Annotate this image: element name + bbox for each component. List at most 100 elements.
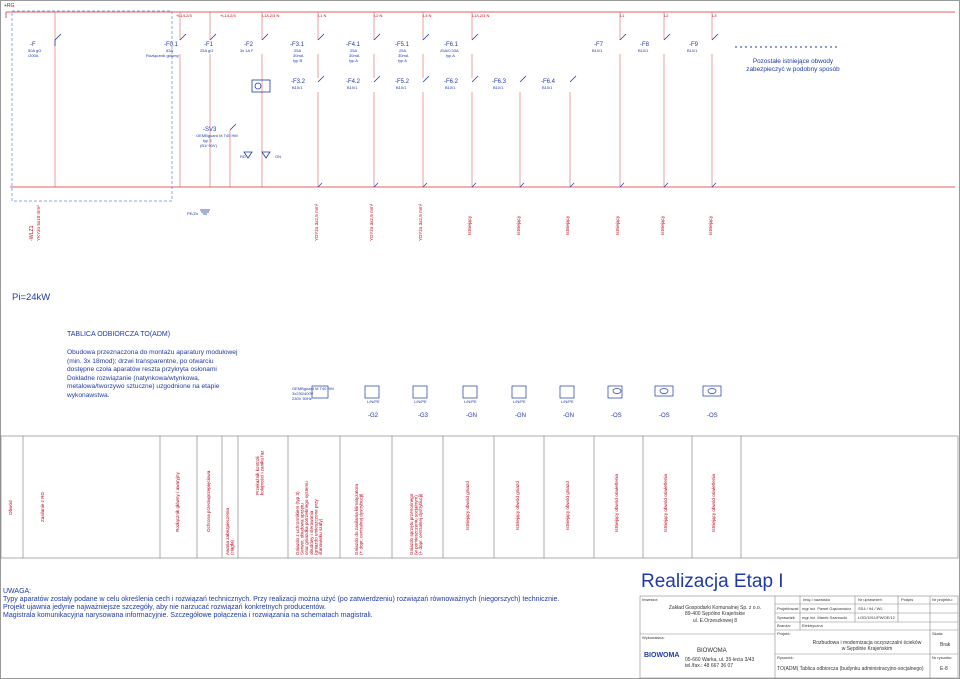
device-f5-1-rating: 25A — [399, 48, 407, 53]
cable-c3: YDYżo 3x2,5 mm² — [418, 203, 423, 241]
cable-existing: Istniejący — [565, 215, 570, 235]
bus-label: +L1/L2/3 — [176, 13, 192, 18]
bus-label: +L1/L2/3 — [220, 13, 236, 18]
company-address: 05-660 Warka, ul. 35-lecia 3/43 tel./fax… — [685, 657, 755, 670]
bus-label: L1/L2/3 N — [262, 13, 280, 18]
device-f3-1: -F3.1 — [290, 42, 305, 48]
col-header: Gniazdo z uchronnikiem (typ 3) Serwer, o… — [295, 481, 323, 555]
note-title: UWAGA: — [3, 588, 32, 595]
col-header: Istniejący obwód gniazd — [565, 481, 570, 530]
device-f6-2: -F6.2 — [444, 79, 459, 85]
realizacja-title: Realizacja Etap I — [641, 571, 784, 592]
power-rating: Pi=24kW — [12, 292, 51, 303]
surge-protector-type: OEMBguard M T40 HM — [196, 133, 238, 138]
checker-name: mgr inż. Marek Szamocki — [802, 615, 847, 620]
cable-wlz: -WLZ1 — [29, 225, 35, 241]
note-line: Typy aparatów zostały podane w celu okre… — [3, 596, 560, 603]
surge-protector-voltage: (B1/ 90V) — [200, 143, 217, 148]
drawing-label: Rysunek: — [777, 655, 794, 660]
branch-label: Branża: — [777, 623, 791, 628]
device-f5-1: -F5.1 — [395, 42, 410, 48]
cable-existing: Istniejący — [615, 215, 620, 235]
scale: Brak — [940, 642, 951, 648]
circuit-code: -OS — [659, 413, 670, 419]
pe-label: PE/Zn — [187, 211, 199, 216]
cable-existing: Istniejący — [660, 215, 665, 235]
device-f6-3: -F6.3 — [492, 79, 507, 85]
device-f4-2-rating: B10/1 — [347, 85, 358, 90]
device-f4-1-sens: 30mA — [349, 53, 360, 58]
device-f6-3-rating: B10/1 — [493, 85, 504, 90]
device-f5-2-rating: B10/1 — [396, 85, 407, 90]
col-header: Istniejący obwód gniazd — [515, 481, 520, 530]
sheet-label: Nr rysunku: — [932, 655, 953, 660]
col-name-header: Imię i nazwisko — [803, 597, 831, 602]
bus-label: L1/L2/3 N — [472, 13, 490, 18]
bus-label: L3 — [712, 13, 717, 18]
bus-label: L2 N — [374, 13, 383, 18]
circuit-code: -OS — [611, 413, 622, 419]
col-header: Istniejący obwód oświetlenia — [711, 474, 716, 532]
surge-protector-class: typ 2 — [203, 138, 212, 143]
project-label: Projekt: — [777, 631, 791, 636]
device-f5-2: -F5.2 — [395, 79, 410, 85]
col-header: Zasilanie z RG — [40, 491, 45, 522]
device-f6-4: -F6.4 — [541, 79, 556, 85]
enclosure-note: Obudowa przeznaczona do montażu aparatur… — [67, 349, 238, 399]
device-f2-rating: 3x 1A F — [240, 48, 254, 53]
col-header: Gniazdo do zasilania klimatyzatora (+ do… — [354, 484, 364, 555]
checker-rights: LOD/1911/PWOE/12 — [858, 615, 895, 620]
device-f8: -F8 — [640, 42, 649, 48]
circuit-code: -G3 — [418, 413, 429, 419]
device-f6-1: -F6.1 — [444, 42, 459, 48]
col-header: Awaria zabezpieczenia (ciągła) — [225, 508, 235, 555]
device-f5-1-type: typ A — [398, 58, 407, 63]
col-header: Obwód — [8, 500, 13, 515]
outlet-code: L/N/PE — [414, 399, 427, 404]
bus-label: L1 — [620, 13, 625, 18]
outlet-caption: OEMBguard M T40 HM 3x230/400V 230V 50Hz — [292, 386, 334, 401]
cable-c1: YDYżo 3x2,5 mm² — [314, 203, 319, 241]
device-f6-1-rating: 25A/0,03A — [440, 48, 459, 53]
device-f9: -F9 — [689, 42, 698, 48]
device-f4-1-rating: 25A — [350, 48, 358, 53]
designer-name: mgr inż. Paweł Gąsiorowicz — [802, 606, 852, 611]
remaining-circuits-note: Pozostałe istniejące obwody zabezpieczyć… — [746, 58, 840, 74]
device-f6-1-type: typ A — [446, 53, 455, 58]
role-checker: Sprawdził: — [777, 615, 796, 620]
role-designer: Projektował: — [777, 606, 799, 611]
device-f6-4-rating: B10/1 — [542, 85, 553, 90]
project: Rozbudowa i modernizacja oczyszczalni śc… — [812, 640, 922, 653]
device-f0-1: -F0.1 — [164, 42, 179, 48]
device-f1-rating: 25A gG — [200, 48, 214, 53]
device-f: -F — [30, 42, 36, 48]
branch: Elektryczna — [802, 623, 823, 628]
sheet: E-8 — [940, 666, 948, 672]
device-f-breaking: /200A — [28, 53, 39, 58]
lamp-gn-label: GN — [275, 154, 281, 159]
col-rights-header: Nr uprawnień — [858, 597, 882, 602]
col-header: Przekaźnik kontroli kolejności i zaniku … — [255, 450, 265, 495]
device-f3-1-sens: 30mA — [293, 53, 304, 58]
device-f0-1-rating: 63A — [166, 48, 174, 53]
device-f6-2-rating: B10/1 — [445, 85, 456, 90]
outlet-code: L/N/PE — [513, 399, 526, 404]
investor-label: Inwestor: — [642, 597, 659, 602]
device-f4-1: -F4.1 — [346, 42, 361, 48]
company-logo: BIOWOMA — [644, 652, 680, 659]
scale-label: Skala: — [932, 631, 944, 636]
device-f3-2: -F3.2 — [291, 79, 306, 85]
device-f5-1-sens: 30mA — [398, 53, 409, 58]
device-f8-rating: B10/1 — [638, 48, 649, 53]
circuit-code: -GN — [515, 413, 526, 419]
col-header: Ochrona przeciwprzepięciowa — [206, 470, 211, 532]
company-name: BIOWOMA — [697, 648, 727, 654]
note-line: Magistrala komunikacyjna narysowana info… — [3, 612, 373, 619]
bus-label: L1 N — [318, 13, 327, 18]
cable-c2: YDYżo 3x2,5 mm² — [369, 203, 374, 241]
cable-existing: Istniejący — [467, 215, 472, 235]
device-f3-1-type: typ B — [293, 58, 303, 63]
sheet-no-header: Nr projektu: — [932, 597, 953, 602]
device-f2: -F2 — [244, 42, 253, 48]
